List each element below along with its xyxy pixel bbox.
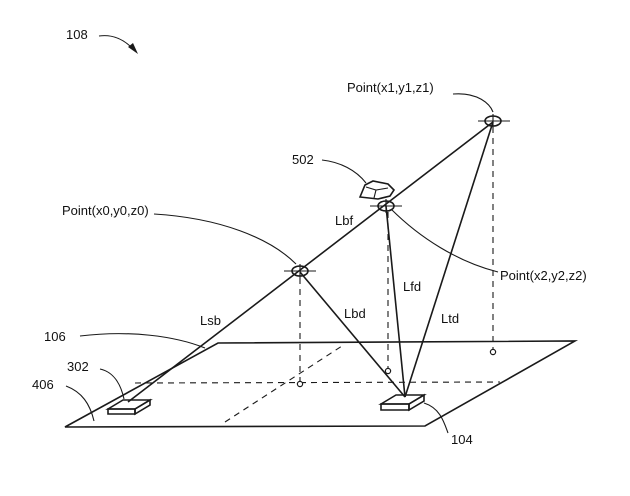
label-point-x1: Point(x1,y1,z1) [347, 80, 434, 95]
label-406: 406 [32, 377, 54, 392]
ground-dot-point0 [296, 380, 304, 388]
line-ltd [404, 121, 494, 398]
arrow-108 [98, 35, 135, 51]
label-lsb: Lsb [200, 313, 221, 328]
label-502: 502 [292, 152, 314, 167]
label-point-x0: Point(x0,y0,z0) [62, 203, 149, 218]
ground-dot-point2 [384, 367, 392, 375]
label-lfd: Lfd [403, 279, 421, 294]
marker-point0 [284, 264, 316, 278]
line-lsb [127, 121, 494, 403]
leader-406 [65, 385, 95, 422]
dashed-plane-line-horizontal [134, 381, 501, 384]
label-108: 108 [66, 27, 88, 42]
leader-point2 [390, 208, 499, 273]
base-box-302 [105, 398, 153, 416]
label-lbd: Lbd [344, 306, 366, 321]
line-lbd [299, 271, 406, 398]
marker-point2 [370, 199, 402, 213]
base-box-104 [378, 393, 427, 412]
object-502 [358, 180, 396, 200]
leader-point0 [153, 213, 297, 265]
arrow-108-head [128, 43, 138, 54]
leader-104 [423, 402, 449, 434]
label-ltd: Ltd [441, 311, 459, 326]
leader-502 [321, 159, 367, 184]
label-lbf: Lbf [335, 213, 353, 228]
label-point-x2: Point(x2,y2,z2) [500, 268, 587, 283]
ground-dot-point1 [489, 348, 497, 356]
dashed-plane-line-diagonal [224, 345, 343, 423]
label-104: 104 [451, 432, 473, 447]
marker-point1 [478, 114, 510, 128]
line-lfd [385, 205, 406, 398]
object-502-detail [365, 186, 389, 199]
label-302: 302 [67, 359, 89, 374]
ground-plane [64, 340, 579, 428]
leader-302 [99, 368, 125, 400]
leader-point1 [452, 93, 494, 113]
label-106: 106 [44, 329, 66, 344]
leader-106 [79, 333, 206, 349]
